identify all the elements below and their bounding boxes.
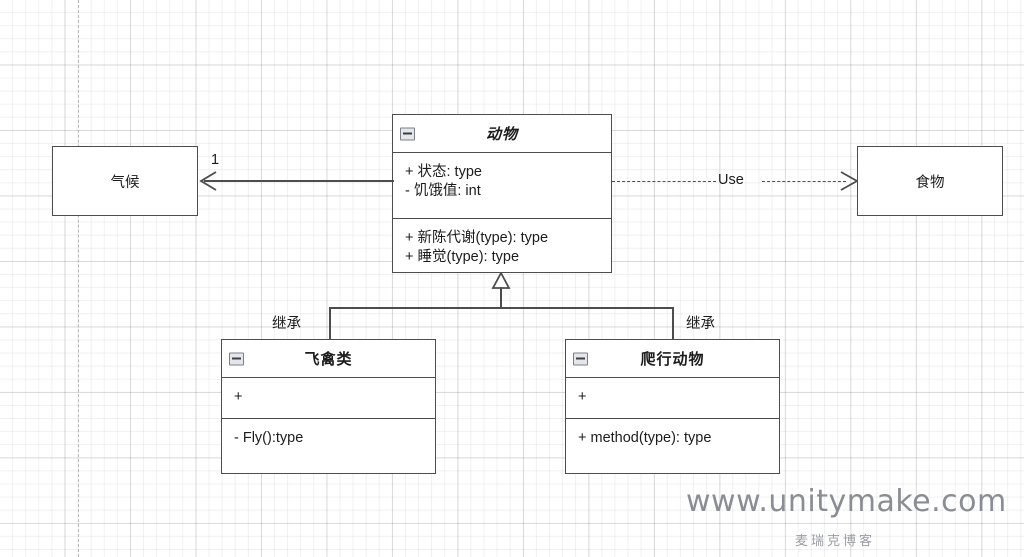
generalization-drop-bird bbox=[329, 307, 331, 340]
dependency-line-left bbox=[612, 181, 716, 182]
class-attributes-bird: + bbox=[222, 378, 435, 419]
page-break-guide bbox=[78, 0, 79, 557]
inheritance-label-right: 继承 bbox=[686, 316, 715, 332]
method-item: + 睡觉(type): type bbox=[405, 249, 520, 265]
class-methods-animal: + 新陈代谢(type): type + 睡觉(type): type bbox=[393, 219, 611, 275]
minus-icon[interactable] bbox=[229, 352, 244, 365]
association-line-animal-climate bbox=[204, 180, 394, 182]
class-box-animal[interactable]: 动物 + 状态: type - 饥饿值: int + 新陈代谢(type): t… bbox=[392, 114, 612, 273]
class-title-reptile: 爬行动物 bbox=[640, 351, 705, 368]
inheritance-label-left: 继承 bbox=[272, 316, 301, 332]
method-item: + 新陈代谢(type): type bbox=[405, 230, 549, 246]
class-methods-bird: - Fly():type bbox=[222, 419, 435, 456]
class-title-animal: 动物 bbox=[485, 126, 518, 143]
minus-icon[interactable] bbox=[573, 352, 588, 365]
watermark-subtitle: 麦瑞克博客 bbox=[795, 533, 876, 548]
dependency-line-right bbox=[762, 181, 846, 182]
class-box-reptile[interactable]: 爬行动物 + + method(type): type bbox=[565, 339, 780, 474]
box-label-food: 食物 bbox=[915, 174, 945, 191]
box-label-climate: 气候 bbox=[110, 174, 140, 191]
attribute-item: + bbox=[234, 389, 243, 405]
attribute-item: - 饥饿值: int bbox=[405, 183, 481, 199]
method-item: - Fly():type bbox=[234, 430, 304, 446]
class-attributes-reptile: + bbox=[566, 378, 779, 419]
association-multiplicity-label: 1 bbox=[211, 152, 220, 168]
method-item: + method(type): type bbox=[578, 430, 712, 446]
box-climate[interactable]: 气候 bbox=[52, 146, 198, 216]
dependency-label-use: Use bbox=[718, 172, 744, 188]
class-header-animal: 动物 bbox=[393, 115, 611, 153]
generalization-stem bbox=[500, 287, 502, 309]
generalization-drop-reptile bbox=[672, 307, 674, 340]
class-title-bird: 飞禽类 bbox=[304, 351, 353, 368]
class-header-bird: 飞禽类 bbox=[222, 340, 435, 378]
watermark-url: www.unitymake.com bbox=[686, 484, 1007, 519]
attribute-item: + 状态: type bbox=[405, 164, 482, 180]
attribute-item: + bbox=[578, 389, 587, 405]
class-header-reptile: 爬行动物 bbox=[566, 340, 779, 378]
minus-icon[interactable] bbox=[400, 127, 415, 140]
class-attributes-animal: + 状态: type - 饥饿值: int bbox=[393, 153, 611, 219]
class-methods-reptile: + method(type): type bbox=[566, 419, 779, 456]
generalization-triangle bbox=[491, 271, 511, 289]
box-food[interactable]: 食物 bbox=[857, 146, 1003, 216]
class-box-bird[interactable]: 飞禽类 + - Fly():type bbox=[221, 339, 436, 474]
generalization-bus bbox=[329, 307, 673, 309]
